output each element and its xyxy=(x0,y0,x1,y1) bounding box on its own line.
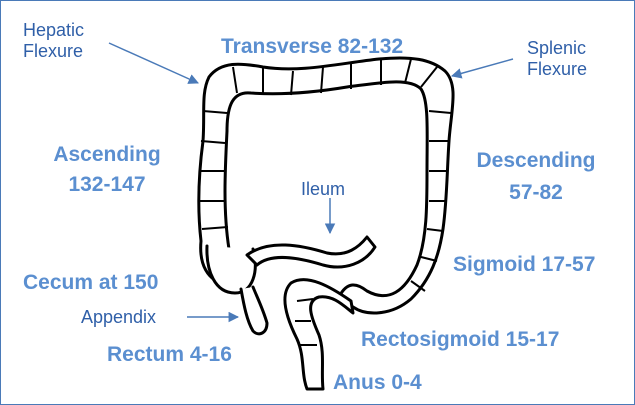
ascending-label-line2: 132-147 xyxy=(37,173,177,197)
transverse-label: Transverse 82-132 xyxy=(221,35,403,59)
appendix-shape xyxy=(241,287,267,334)
rectum-label: Rectum 4-16 xyxy=(107,343,232,367)
cecum-label: Cecum at 150 xyxy=(23,271,158,295)
anus-label: Anus 0-4 xyxy=(333,371,422,395)
sigmoid-label: Sigmoid 17-57 xyxy=(453,253,595,277)
ascending-label: Ascending 132-147 xyxy=(37,143,177,197)
splenic-arrow xyxy=(452,59,513,76)
ileum-shape xyxy=(247,237,375,267)
descending-label: Descending 57-82 xyxy=(461,149,611,205)
hepatic-arrow xyxy=(109,43,198,83)
splenic-flexure-label-line2: Flexure xyxy=(527,59,587,80)
hepatic-flexure-label-line2: Flexure xyxy=(23,41,84,62)
splenic-flexure-label-line1: Splenic xyxy=(527,38,587,59)
descending-label-line2: 57-82 xyxy=(461,181,611,205)
hepatic-flexure-label: Hepatic Flexure xyxy=(23,20,84,62)
hepatic-flexure-label-line1: Hepatic xyxy=(23,20,84,41)
ascending-label-line1: Ascending xyxy=(37,143,177,167)
descending-label-line1: Descending xyxy=(461,149,611,173)
appendix-label: Appendix xyxy=(81,307,156,328)
ileum-label: Ileum xyxy=(301,179,345,200)
rectosigmoid-label: Rectosigmoid 15-17 xyxy=(361,328,559,352)
splenic-flexure-label: Splenic Flexure xyxy=(527,38,587,80)
haustra-lines xyxy=(200,59,451,345)
